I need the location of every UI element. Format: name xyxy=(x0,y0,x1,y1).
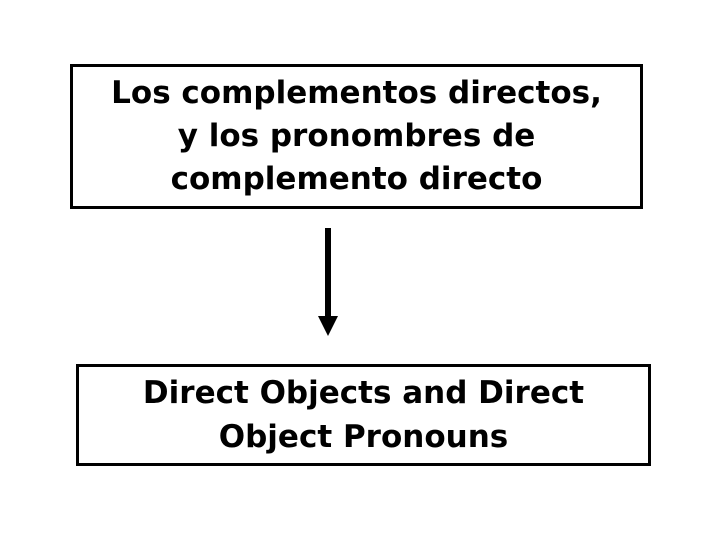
english-title-line-2: Object Pronouns xyxy=(218,419,509,455)
spanish-title-box: Los complementos directos, y los pronomb… xyxy=(70,64,643,209)
english-title-box: Direct Objects and Direct Object Pronoun… xyxy=(76,364,651,466)
spanish-title-line-2: y los pronombres de xyxy=(177,118,536,154)
down-arrow-icon xyxy=(318,228,338,336)
spanish-title-line-1: Los complementos directos, xyxy=(111,75,602,111)
spanish-title-line-3: complemento directo xyxy=(170,161,543,197)
english-title-line-1: Direct Objects and Direct xyxy=(142,375,585,411)
